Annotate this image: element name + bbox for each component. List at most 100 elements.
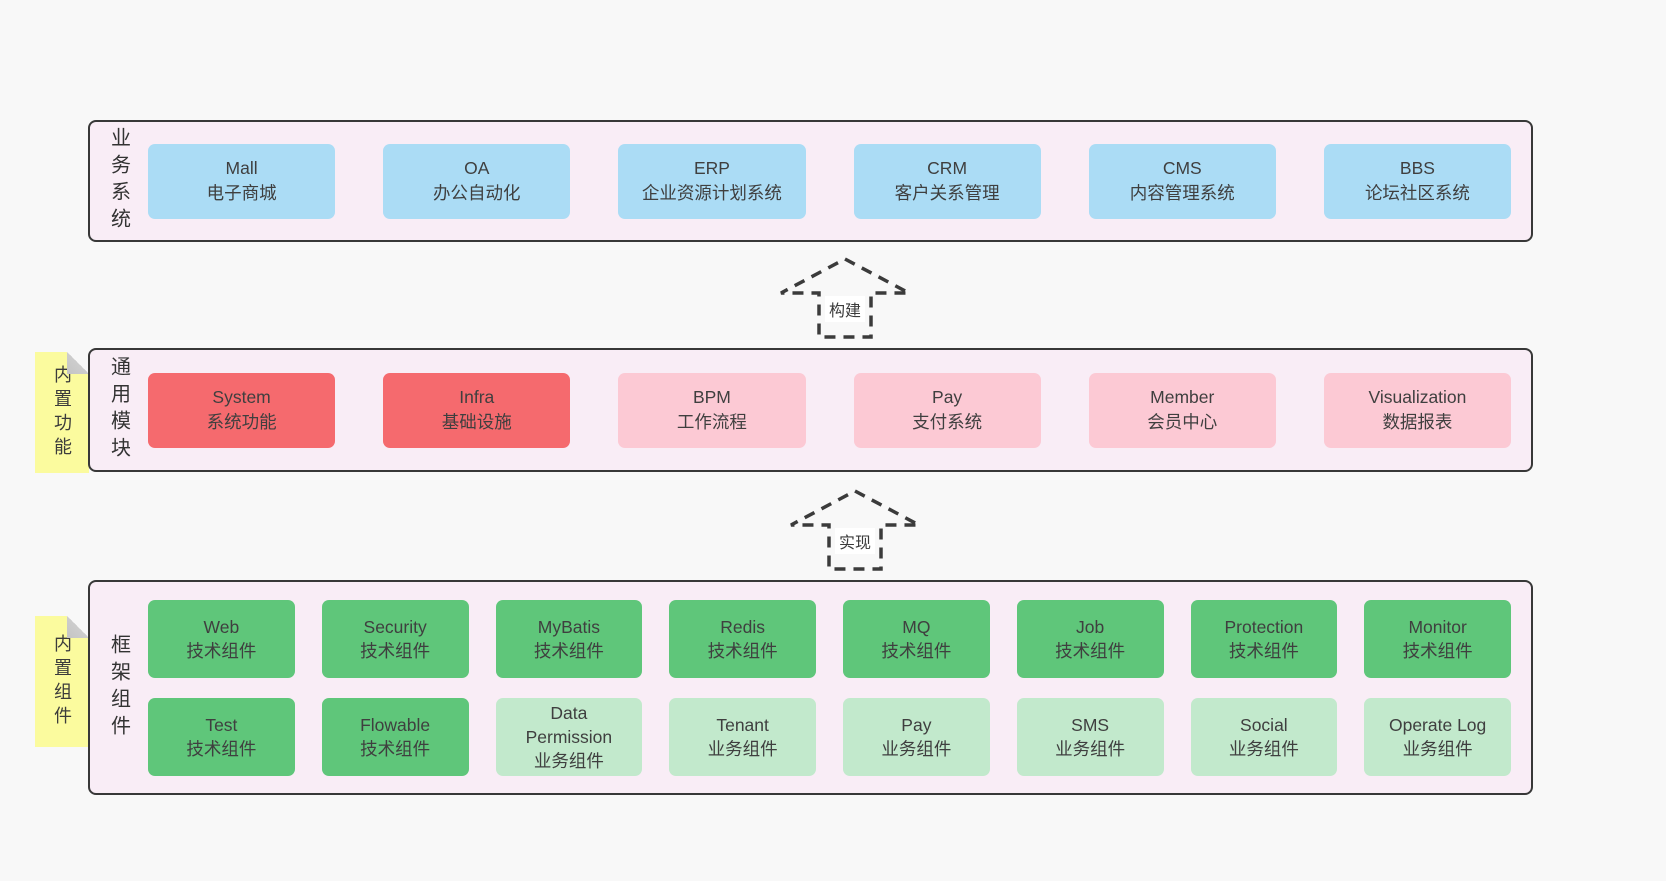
band-common-label: 通用模块 (90, 350, 148, 470)
band-framework-label: 框架组件 (90, 582, 148, 793)
module-box-system: System 系统功能 (148, 372, 336, 448)
component-box-title: Redis (720, 616, 765, 637)
component-box-title: Protection (1224, 616, 1304, 637)
component-box-subtitle: 技术组件 (1402, 640, 1473, 661)
component-box-subtitle: 业务组件 (707, 738, 778, 759)
module-box-title: CMS (1162, 158, 1202, 178)
module-box-title: System (212, 387, 271, 407)
module-box-subtitle: 会员中心 (1147, 412, 1218, 432)
module-box-subtitle: 数据报表 (1382, 412, 1453, 432)
module-box-title: Infra (459, 387, 495, 407)
module-box-subtitle: 客户关系管理 (894, 183, 1000, 203)
module-box-subtitle: 企业资源计划系统 (641, 183, 782, 203)
component-box-title: Operate Log (1388, 714, 1487, 735)
component-box-job: Job 技术组件 (1016, 599, 1164, 678)
band-framework-label-text: 框架组件 (107, 633, 130, 742)
component-box-title: Social (1240, 714, 1288, 735)
component-box-subtitle: 业务组件 (533, 750, 604, 771)
component-box-title: Test (205, 714, 238, 735)
module-box-subtitle: 论坛社区系统 (1364, 183, 1470, 203)
component-box-title: Job (1076, 616, 1105, 637)
component-box-subtitle: 技术组件 (186, 738, 257, 759)
band-framework-components: 框架组件 Web 技术组件 Security 技术组件 MyBatis 技术组件… (88, 580, 1533, 795)
module-box-title: Visualization (1368, 387, 1467, 407)
module-box-subtitle: 办公自动化 (433, 183, 521, 203)
module-box-title: OA (464, 158, 490, 178)
band-business-label: 业务系统 (90, 122, 148, 240)
implement-arrow-label: 实现 (834, 528, 876, 554)
folded-corner-icon (67, 352, 89, 374)
framework-boxes: Web 技术组件 Security 技术组件 MyBatis 技术组件 Redi… (148, 582, 1531, 793)
module-box-subtitle: 内容管理系统 (1129, 183, 1235, 203)
module-box-infra: Infra 基础设施 (383, 372, 571, 448)
sticky-note-built-in-features: 内置功能 (35, 352, 89, 473)
dashed-up-arrow-icon (790, 489, 920, 571)
component-box-title: Flowable (360, 714, 431, 735)
folded-corner-icon (67, 616, 89, 638)
component-box-subtitle: 技术组件 (707, 640, 778, 661)
component-box-title: Pay (901, 714, 932, 735)
module-box-cms: CMS 内容管理系统 (1088, 143, 1276, 219)
component-box-mq: MQ 技术组件 (843, 599, 990, 678)
component-box-subtitle: 技术组件 (360, 640, 431, 661)
component-box-subtitle: 技术组件 (881, 640, 952, 661)
module-box-mall: Mall 电子商城 (148, 143, 336, 219)
band-business-systems: 业务系统 Mall 电子商城 OA 办公自动化 ERP 企业资源计划系统 CRM… (88, 120, 1533, 242)
module-box-title: BBS (1399, 158, 1435, 178)
component-box-subtitle: 业务组件 (881, 738, 952, 759)
component-box-monitor: Monitor 技术组件 (1364, 599, 1511, 678)
component-box-title: MyBatis (537, 616, 600, 637)
component-box-web: Web 技术组件 (148, 599, 295, 678)
module-box-subtitle: 系统功能 (206, 412, 277, 432)
module-box-visualization: Visualization 数据报表 (1323, 372, 1512, 448)
component-box-flowable: Flowable 技术组件 (321, 697, 469, 776)
module-box-title: Mall (225, 158, 258, 178)
component-box-title: Data Permission (525, 702, 613, 747)
component-box-pay: Pay 业务组件 (843, 697, 990, 776)
component-box-title: Security (363, 616, 427, 637)
component-box-data-permission: Data Permission 业务组件 (495, 697, 643, 776)
module-box-subtitle: 工作流程 (676, 412, 747, 432)
module-box-subtitle: 支付系统 (912, 412, 983, 432)
module-box-title: BPM (692, 387, 731, 407)
module-box-subtitle: 电子商城 (206, 183, 277, 203)
module-box-subtitle: 基础设施 (441, 412, 512, 432)
component-box-subtitle: 技术组件 (1228, 640, 1299, 661)
component-box-social: Social 业务组件 (1190, 697, 1338, 776)
module-box-erp: ERP 企业资源计划系统 (618, 143, 806, 219)
component-box-test: Test 技术组件 (148, 697, 295, 776)
component-box-operate-log: Operate Log 业务组件 (1364, 697, 1511, 776)
implement-arrow: 实现 (785, 486, 925, 574)
framework-row-2: Test 技术组件 Flowable 技术组件 Data Permission … (148, 697, 1511, 776)
component-box-security: Security 技术组件 (321, 599, 469, 678)
component-box-tenant: Tenant 业务组件 (669, 697, 816, 776)
module-box-member: Member 会员中心 (1088, 372, 1276, 448)
component-box-title: SMS (1071, 714, 1110, 735)
module-box-bbs: BBS 论坛社区系统 (1323, 143, 1512, 219)
build-arrow: 构建 (775, 254, 915, 342)
module-box-oa: OA 办公自动化 (383, 143, 571, 219)
module-box-title: Member (1150, 387, 1215, 407)
component-box-protection: Protection 技术组件 (1190, 599, 1338, 678)
framework-row-1: Web 技术组件 Security 技术组件 MyBatis 技术组件 Redi… (148, 599, 1511, 678)
business-boxes: Mall 电子商城 OA 办公自动化 ERP 企业资源计划系统 CRM 客户关系… (148, 122, 1531, 240)
band-common-modules: 通用模块 System 系统功能 Infra 基础设施 BPM 工作流程 Pay… (88, 348, 1533, 472)
component-box-title: Monitor (1408, 616, 1467, 637)
component-box-redis: Redis 技术组件 (669, 599, 816, 678)
sticky-note-text: 内置组件 (52, 633, 72, 730)
module-box-title: Pay (932, 387, 963, 407)
common-boxes: System 系统功能 Infra 基础设施 BPM 工作流程 Pay 支付系统… (148, 350, 1531, 470)
band-common-label-text: 通用模块 (107, 356, 130, 464)
component-box-subtitle: 业务组件 (1055, 738, 1126, 759)
module-box-crm: CRM 客户关系管理 (853, 143, 1041, 219)
component-box-subtitle: 业务组件 (1228, 738, 1299, 759)
component-box-title: Tenant (716, 714, 769, 735)
module-box-bpm: BPM 工作流程 (618, 372, 806, 448)
module-box-title: CRM (927, 158, 968, 178)
module-box-pay: Pay 支付系统 (853, 372, 1041, 448)
dashed-up-arrow-icon (780, 257, 910, 339)
band-business-label-text: 业务系统 (107, 127, 130, 235)
component-box-subtitle: 技术组件 (360, 738, 431, 759)
component-box-subtitle: 技术组件 (533, 640, 604, 661)
component-box-title: MQ (902, 616, 931, 637)
